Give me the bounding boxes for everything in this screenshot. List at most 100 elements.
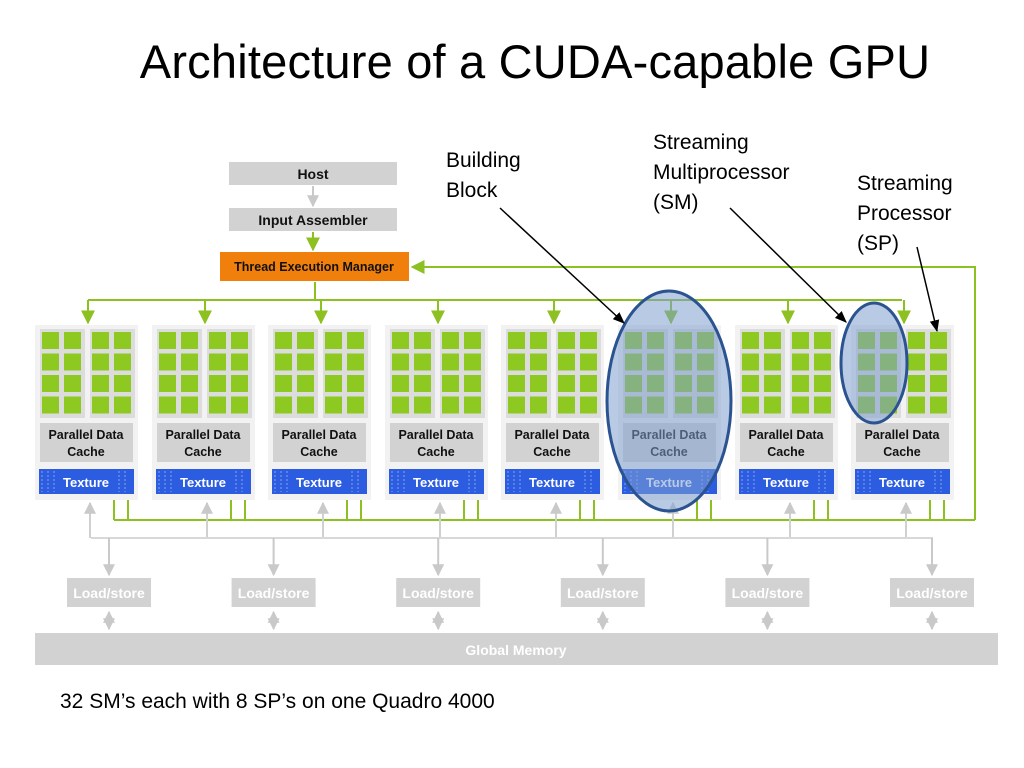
streaming-multiprocessor: [40, 329, 85, 418]
streaming-multiprocessor: [740, 329, 785, 418]
streaming-processor: [792, 396, 809, 414]
streaming-processor: [297, 332, 314, 349]
streaming-processor: [209, 396, 226, 414]
host-box: [229, 162, 397, 185]
host-label: Host: [297, 166, 328, 182]
streaming-multiprocessor: [440, 329, 485, 418]
texture-box: [855, 469, 950, 494]
streaming-processor: [92, 396, 109, 414]
streaming-processor: [347, 353, 364, 371]
streaming-processor: [159, 375, 176, 392]
streaming-processor: [442, 353, 459, 371]
load-store-unit: Load/store: [725, 538, 810, 631]
load-store-unit: Load/store: [231, 538, 316, 631]
streaming-processor: [508, 332, 525, 349]
streaming-processor: [764, 375, 781, 392]
streaming-processor: [558, 375, 575, 392]
texture-box: [739, 469, 834, 494]
streaming-processor: [464, 332, 481, 349]
streaming-processor: [580, 353, 597, 371]
streaming-processor: [325, 396, 342, 414]
texture-label: Texture: [879, 475, 925, 490]
streaming-processor: [159, 332, 176, 349]
parallel-data-cache-box: [157, 423, 250, 462]
streaming-processor: [414, 375, 431, 392]
load-store-unit: Load/store: [560, 538, 645, 631]
streaming-processor: [42, 375, 59, 392]
callout-building-block-line-1: Building: [446, 149, 521, 172]
streaming-processor: [580, 396, 597, 414]
global-memory-box: [35, 633, 998, 665]
streaming-processor: [92, 332, 109, 349]
parallel-data-cache-label: Parallel Data: [398, 428, 474, 442]
callout-sm-line-2: Multiprocessor: [653, 161, 790, 184]
streaming-processor: [231, 353, 248, 371]
streaming-processor: [414, 396, 431, 414]
texture-label: Texture: [296, 475, 342, 490]
callout-sp-line-3: (SP): [857, 232, 899, 255]
streaming-processor: [64, 375, 81, 392]
input-assembler-label: Input Assembler: [258, 212, 368, 228]
streaming-processor: [930, 396, 947, 414]
streaming-processor: [231, 396, 248, 414]
load-store-unit: Load/store: [890, 538, 974, 631]
streaming-processor: [42, 396, 59, 414]
streaming-processor: [297, 353, 314, 371]
callout-sm-line-3: (SM): [653, 191, 699, 214]
parallel-data-cache-label: Cache: [67, 445, 105, 459]
streaming-processor: [742, 332, 759, 349]
streaming-processor: [114, 396, 131, 414]
load-store-box: [890, 578, 974, 607]
callout-building-block-line-2: Block: [446, 179, 498, 202]
streaming-processor: [464, 353, 481, 371]
streaming-processor: [558, 396, 575, 414]
load-store-box: [231, 578, 316, 607]
parallel-data-cache-label: Parallel Data: [864, 428, 940, 442]
callout-sm-line-1: Streaming: [653, 131, 749, 154]
parallel-data-cache-label: Parallel Data: [165, 428, 241, 442]
streaming-processor: [764, 332, 781, 349]
streaming-multiprocessor: [790, 329, 835, 418]
streaming-processor: [930, 353, 947, 371]
load-store-box: [396, 578, 481, 607]
sm-highlight-ellipse: [605, 289, 733, 513]
load-store-label: Load/store: [402, 585, 474, 601]
parallel-data-cache-box: [273, 423, 366, 462]
streaming-processor: [275, 375, 292, 392]
streaming-multiprocessor: [323, 329, 368, 418]
streaming-processor: [814, 353, 831, 371]
streaming-multiprocessor: [273, 329, 318, 418]
load-store-label: Load/store: [73, 585, 145, 601]
streaming-processor: [114, 375, 131, 392]
parallel-data-cache-label: Cache: [184, 445, 222, 459]
streaming-processor: [742, 375, 759, 392]
streaming-multiprocessor: [90, 329, 135, 418]
building-block-arrow: [499, 207, 625, 324]
page-title: Architecture of a CUDA-capable GPU: [139, 35, 931, 88]
streaming-processor: [325, 353, 342, 371]
streaming-multiprocessor: [390, 329, 435, 418]
streaming-processor: [742, 353, 759, 371]
load-store-label: Load/store: [896, 585, 968, 601]
streaming-processor: [508, 353, 525, 371]
streaming-multiprocessor: [506, 329, 551, 418]
texture-label: Texture: [180, 475, 226, 490]
streaming-processor: [414, 332, 431, 349]
streaming-processor: [231, 375, 248, 392]
streaming-processor: [64, 396, 81, 414]
load-store-box: [560, 578, 645, 607]
streaming-processor: [792, 332, 809, 349]
streaming-processor: [530, 375, 547, 392]
callout-building-block: Building Block: [446, 146, 521, 206]
streaming-processor: [908, 353, 925, 371]
streaming-processor: [347, 332, 364, 349]
streaming-processor: [464, 396, 481, 414]
streaming-processor: [764, 353, 781, 371]
